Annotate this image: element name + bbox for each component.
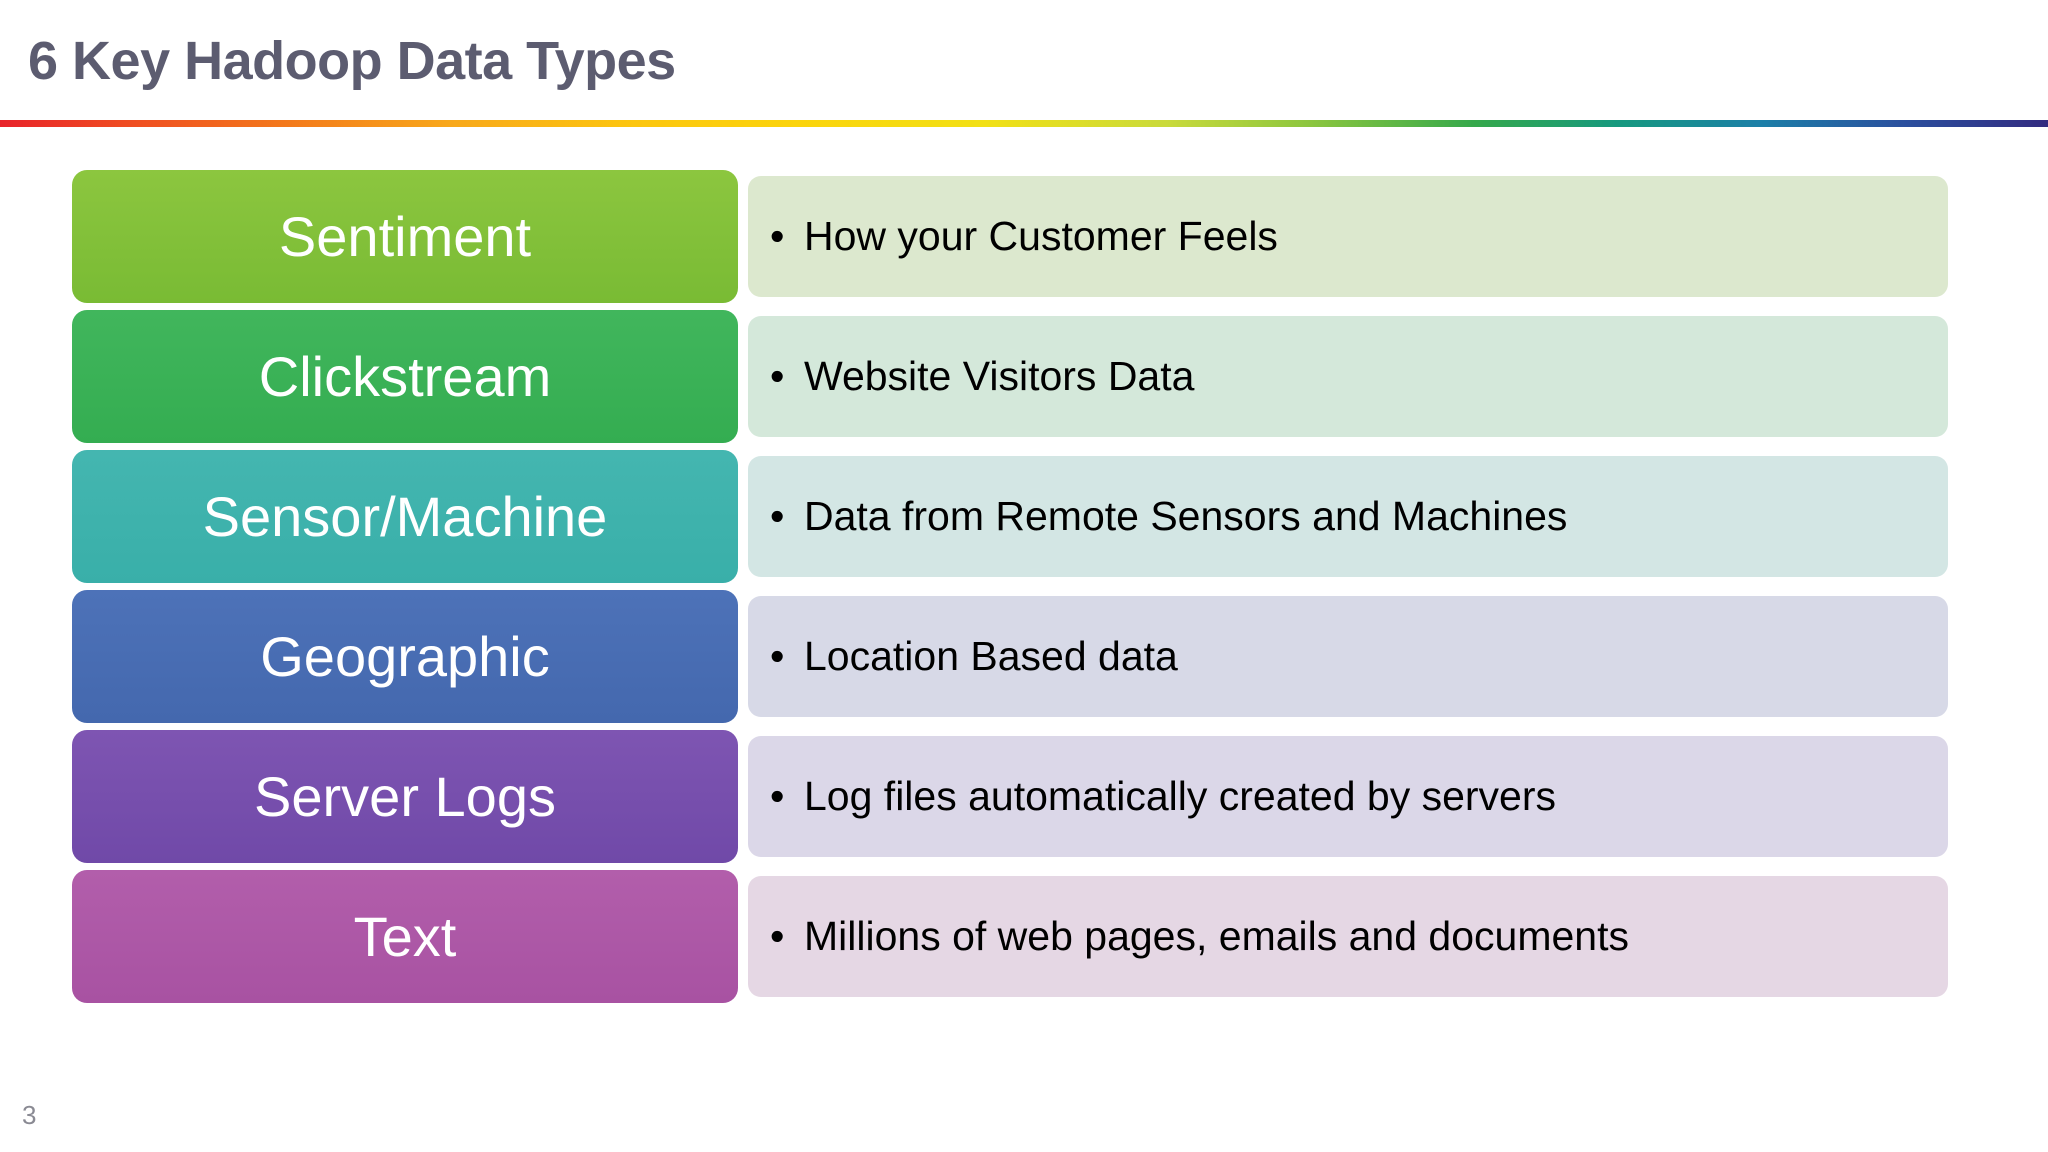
chip-label: Sensor/Machine (202, 484, 608, 548)
data-type-chip-sentiment[interactable]: Sentiment (72, 170, 738, 303)
data-type-description-geographic: • Location Based data (748, 596, 1948, 717)
data-types-list: Sentiment • How your Customer Feels Click… (0, 170, 2048, 1010)
bullet-icon: • (770, 632, 785, 679)
description-text: • Data from Remote Sensors and Machines (770, 492, 1568, 539)
description-text: • Log files automatically created by serv… (770, 772, 1557, 819)
chip-label: Geographic (260, 624, 550, 688)
page-number: 3 (22, 1100, 37, 1130)
data-type-description-clickstream: • Website Visitors Data (748, 316, 1948, 437)
rainbow-divider (0, 120, 2048, 127)
description-text: • Website Visitors Data (770, 352, 1195, 399)
description-text: • Location Based data (770, 632, 1178, 679)
list-item: Geographic • Location Based data (0, 590, 2048, 723)
bullet-icon: • (770, 352, 785, 399)
bullet-icon: • (770, 772, 785, 819)
page-title: 6 Key Hadoop Data Types (28, 31, 676, 91)
description-text: • Millions of web pages, emails and docum… (770, 912, 1629, 959)
data-type-chip-text[interactable]: Text (72, 870, 738, 1003)
data-type-chip-sensor-machine[interactable]: Sensor/Machine (72, 450, 738, 583)
list-item: Sentiment • How your Customer Feels (0, 170, 2048, 303)
description-label: How your Customer Feels (804, 212, 1278, 259)
chip-label: Clickstream (258, 344, 552, 408)
data-type-description-text: • Millions of web pages, emails and docum… (748, 876, 1948, 997)
data-type-description-sentiment: • How your Customer Feels (748, 176, 1948, 297)
list-item: Server Logs • Log files automatically cre… (0, 730, 2048, 863)
data-type-description-sensor-machine: • Data from Remote Sensors and Machines (748, 456, 1948, 577)
chip-label: Server Logs (254, 764, 556, 828)
bullet-icon: • (770, 912, 785, 959)
bullet-icon: • (770, 492, 785, 539)
data-type-chip-server-logs[interactable]: Server Logs (72, 730, 738, 863)
description-text: • How your Customer Feels (770, 212, 1278, 259)
list-item: Text • Millions of web pages, emails and … (0, 870, 2048, 1003)
data-type-chip-geographic[interactable]: Geographic (72, 590, 738, 723)
description-label: Log files automatically created by serve… (804, 772, 1557, 819)
list-item: Sensor/Machine • Data from Remote Sensors… (0, 450, 2048, 583)
list-item: Clickstream • Website Visitors Data (0, 310, 2048, 443)
data-type-chip-clickstream[interactable]: Clickstream (72, 310, 738, 443)
chip-label: Sentiment (278, 204, 532, 268)
chip-label: Text (353, 904, 457, 968)
description-label: Website Visitors Data (804, 352, 1195, 399)
description-label: Data from Remote Sensors and Machines (804, 492, 1568, 539)
description-label: Millions of web pages, emails and docume… (804, 912, 1629, 959)
data-type-description-server-logs: • Log files automatically created by serv… (748, 736, 1948, 857)
description-label: Location Based data (804, 632, 1178, 679)
bullet-icon: • (770, 212, 785, 259)
